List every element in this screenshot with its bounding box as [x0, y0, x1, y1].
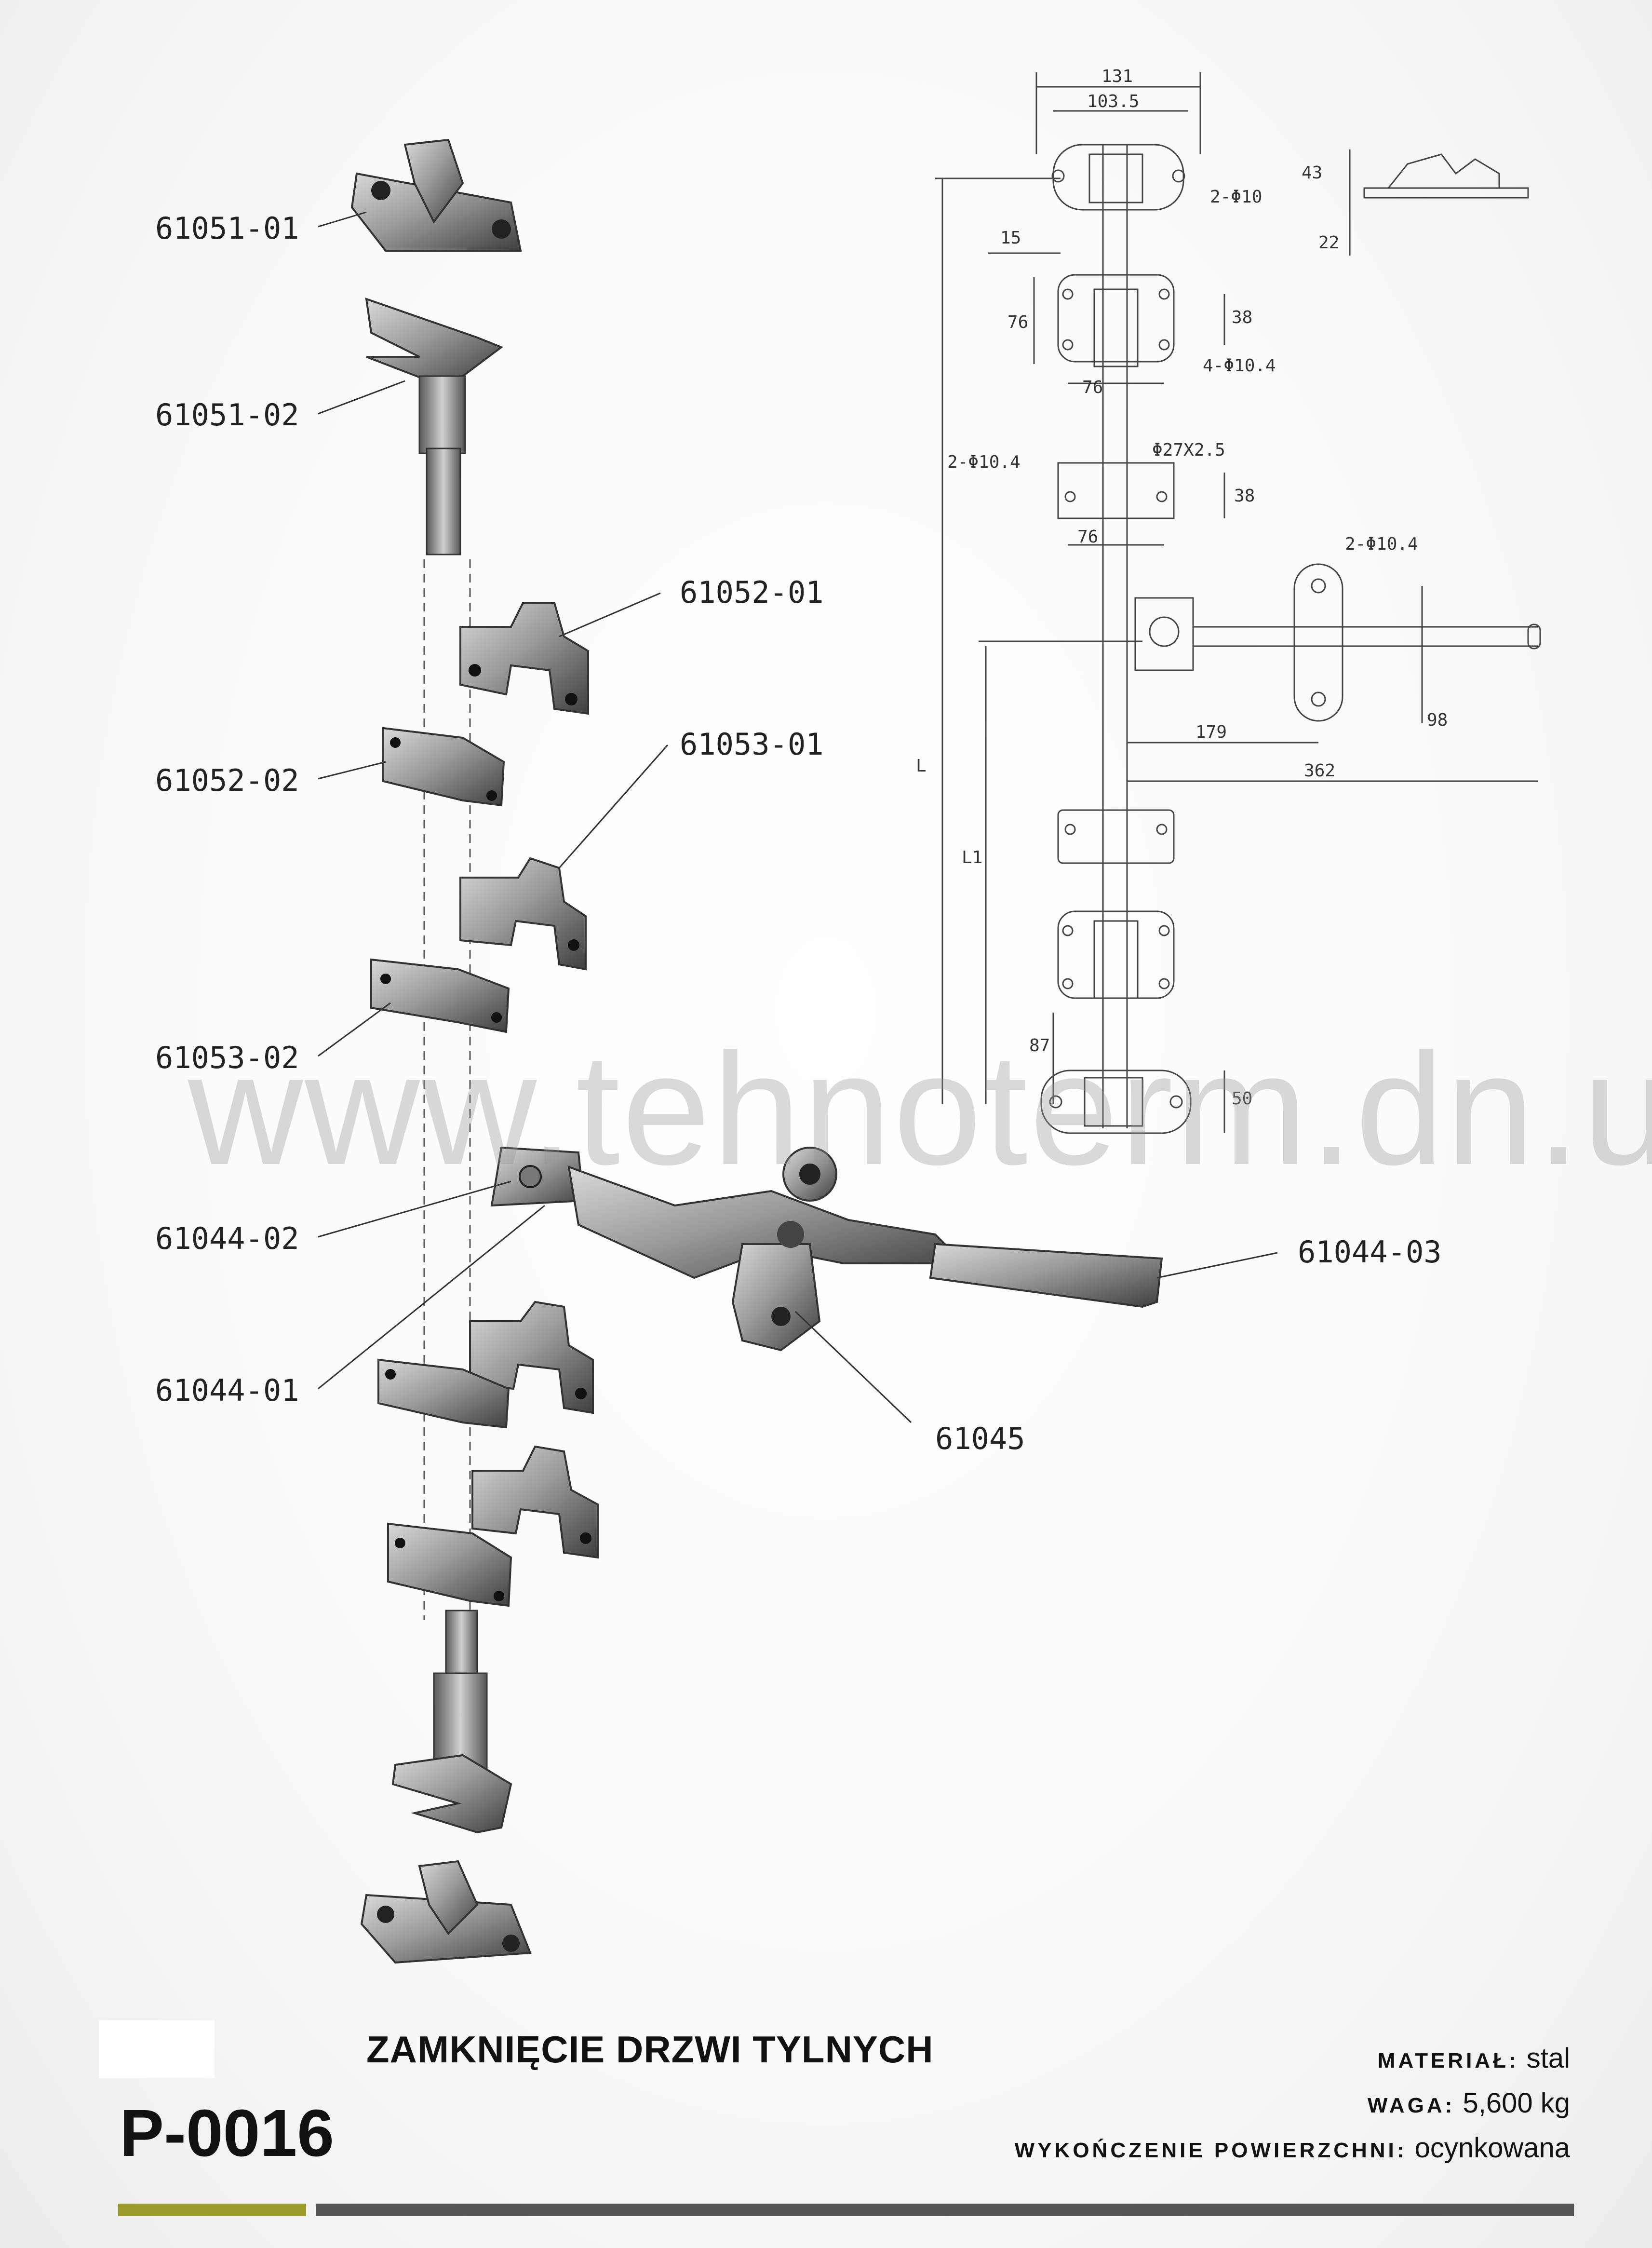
dim-label: L	[916, 756, 927, 776]
plate-part-bottom	[387, 1522, 512, 1607]
part-label: 61051-01	[155, 211, 299, 246]
dim-label: 38	[1234, 486, 1255, 506]
dimension-labels: 131 103.5 2-Φ10 15 43 22 76 38 76 4-Φ10.…	[916, 67, 1448, 1109]
spec-value: ocynkowana	[1414, 2132, 1570, 2164]
product-code: P-0016	[120, 2096, 334, 2170]
bottom-keeper-part	[360, 1860, 532, 1964]
plate-part-lower	[377, 1358, 510, 1429]
part-label: 61044-01	[155, 1373, 299, 1408]
dim-label: 50	[1232, 1089, 1252, 1109]
technical-drawing	[935, 72, 1541, 1134]
dim-label: 43	[1302, 163, 1322, 183]
spec-key: WAGA:	[1367, 2094, 1455, 2117]
dim-label: 98	[1427, 710, 1448, 730]
dim-label: 4-Φ10.4	[1203, 356, 1276, 376]
watermark: www.tehnoterm.dn.ua	[188, 1020, 1652, 1198]
part-label-group: 61051-01 61051-02 61052-01 61052-02 6105…	[155, 211, 1442, 1456]
spec-material: MATERIAŁ: stal	[1015, 2037, 1570, 2082]
part-label: 61053-02	[155, 1040, 299, 1075]
part-label: 61044-03	[1298, 1234, 1442, 1270]
part-label: 61051-02	[155, 397, 299, 433]
label-leader-lines	[318, 211, 1278, 1423]
product-title: ZAMKNIĘCIE DRZWI TYLNYCH	[366, 2028, 934, 2071]
footer-bar	[316, 2204, 1574, 2216]
dim-label: L1	[962, 848, 982, 867]
dim-label: 2-Φ10	[1210, 187, 1262, 207]
plate-part-middle	[370, 958, 510, 1033]
spec-finish: WYKOŃCZENIE POWIERZCHNI: ocynkowana	[1015, 2127, 1570, 2172]
dim-label: 2-Φ10.4	[947, 452, 1021, 472]
spec-key: MATERIAŁ:	[1377, 2049, 1519, 2072]
part-label: 61053-01	[680, 727, 824, 762]
dim-label: Φ27X2.5	[1152, 440, 1225, 460]
part-label: 61052-02	[155, 763, 299, 798]
dim-label: 38	[1232, 308, 1252, 327]
dim-label: 76	[1082, 378, 1103, 397]
accent-bar	[118, 2204, 306, 2216]
lower-cam-part	[391, 1610, 512, 1834]
dim-label: 362	[1304, 761, 1335, 781]
handle-assembly-part	[490, 1146, 1163, 1352]
upper-cam-part	[365, 298, 504, 555]
dim-label: 2-Φ10.4	[1345, 534, 1418, 554]
spec-weight: WAGA: 5,600 kg	[1015, 2082, 1570, 2127]
spec-value: 5,600 kg	[1463, 2087, 1570, 2119]
dim-label: 15	[1000, 228, 1021, 248]
bracket-part-middle	[459, 857, 587, 971]
blank-patch	[99, 2020, 215, 2078]
dim-label: 131	[1101, 67, 1133, 86]
part-label: 61052-01	[680, 575, 824, 610]
spec-list: MATERIAŁ: stal WAGA: 5,600 kg WYKOŃCZENI…	[1015, 2037, 1570, 2172]
dim-label: 103.5	[1087, 92, 1139, 111]
bracket-part-upper	[459, 602, 589, 715]
dim-label: 22	[1318, 233, 1339, 253]
part-label: 61044-02	[155, 1221, 299, 1256]
top-keeper-part	[350, 138, 522, 252]
dim-label: 76	[1007, 312, 1028, 332]
dim-label: 76	[1077, 527, 1098, 547]
dim-label: 179	[1195, 722, 1227, 742]
spec-value: stal	[1526, 2043, 1570, 2074]
dim-label: 87	[1029, 1036, 1050, 1056]
part-label: 61045	[935, 1421, 1025, 1456]
bracket-part-bottom	[471, 1445, 599, 1559]
spec-key: WYKOŃCZENIE POWIERZCHNI:	[1014, 2139, 1407, 2162]
plate-part-upper	[382, 727, 505, 807]
